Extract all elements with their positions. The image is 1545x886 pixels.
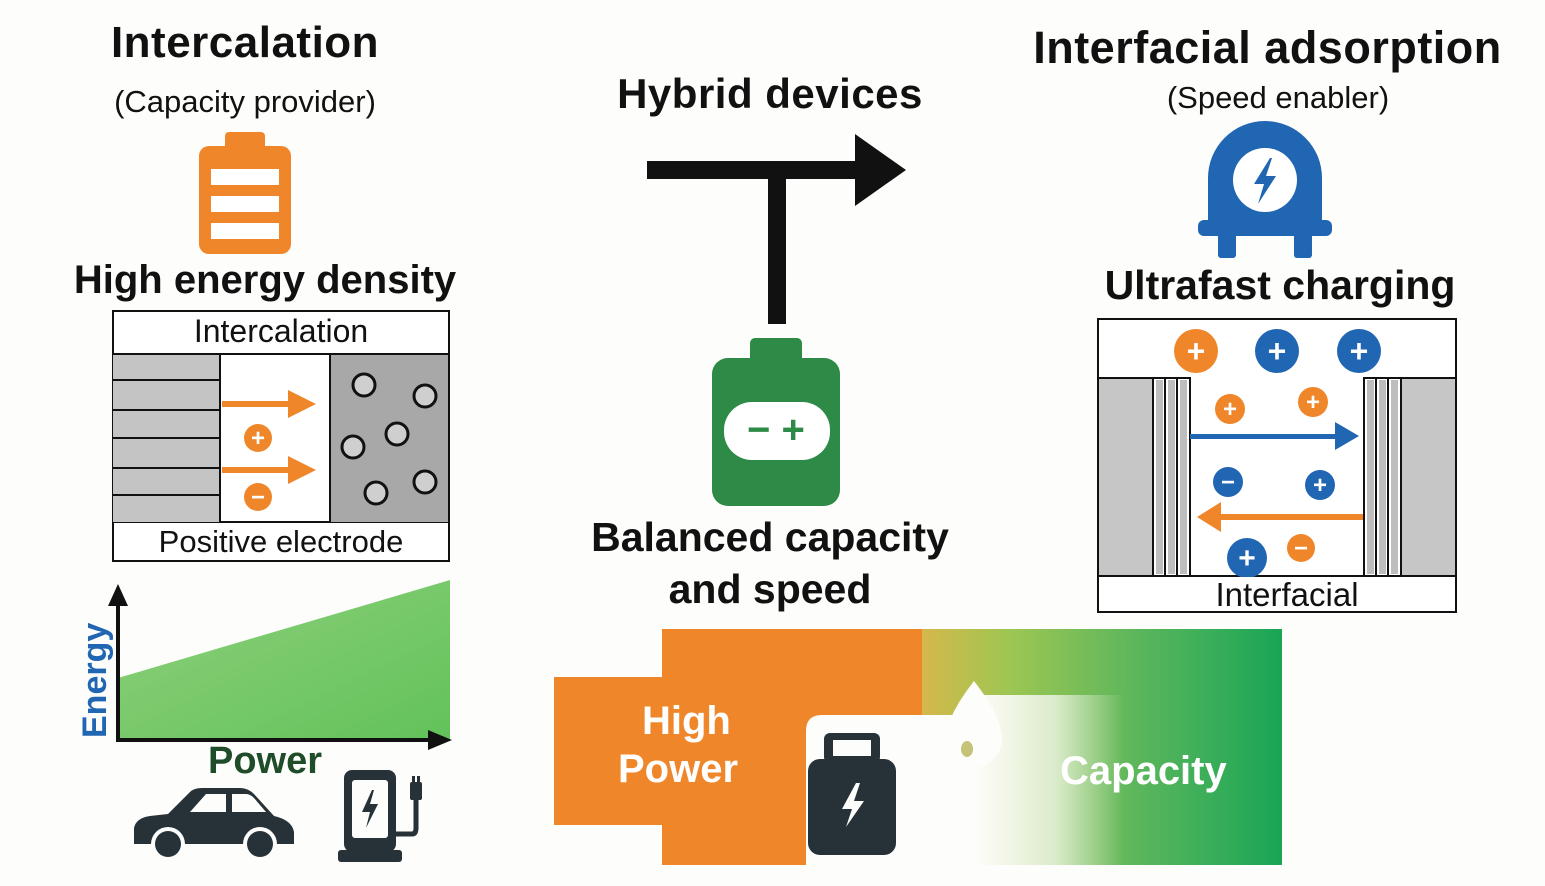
ion-icon: + bbox=[1337, 329, 1381, 373]
y-axis-arrowhead bbox=[108, 584, 128, 606]
power-capacity-banner-graphic bbox=[554, 629, 1282, 865]
svg-text:+: + bbox=[1350, 333, 1369, 369]
interfacial-label: Interfacial bbox=[1215, 576, 1359, 613]
high-power-label-line1: High bbox=[642, 699, 731, 743]
plug-bolt-icon bbox=[1198, 121, 1332, 258]
intercalation-top-label: Intercalation bbox=[193, 313, 369, 349]
blue-arrow-right bbox=[1190, 422, 1359, 450]
right-heading: Ultrafast charging bbox=[1104, 262, 1456, 308]
cation-sign: + bbox=[251, 425, 265, 452]
svg-text:+: + bbox=[1306, 389, 1320, 416]
high-power-label-line2: Power bbox=[618, 747, 739, 791]
middle-heading-line2: and speed bbox=[668, 566, 872, 612]
ion-arrow-bottom bbox=[222, 456, 316, 484]
svg-text:+: + bbox=[1268, 333, 1287, 369]
right-electrode bbox=[1363, 377, 1457, 577]
interfacial-diagram: + + + + + − + + bbox=[1097, 318, 1457, 614]
battery-full-icon bbox=[199, 132, 291, 254]
interfacial-diagram-graphic: + + + + + − + + bbox=[1097, 318, 1457, 613]
hybrid-t-arrow bbox=[647, 134, 906, 324]
ion-icon: + bbox=[1227, 538, 1267, 578]
left-electrode bbox=[1097, 377, 1191, 577]
svg-text:+: + bbox=[1187, 333, 1206, 369]
left-subtitle: (Capacity provider) bbox=[114, 84, 376, 119]
intercalation-diagram-graphic: + − bbox=[112, 310, 450, 562]
left-title: Intercalation bbox=[110, 18, 380, 67]
positive-electrode-label: Positive electrode bbox=[158, 524, 404, 559]
svg-text:+: + bbox=[1223, 396, 1237, 423]
droplet-icon bbox=[946, 681, 1002, 767]
y-axis-label: Energy bbox=[76, 623, 114, 738]
ion-icon: + bbox=[1298, 387, 1328, 417]
svg-text:−: − bbox=[1294, 535, 1308, 562]
svg-text:+: + bbox=[1238, 542, 1256, 575]
battery-bolt-icon bbox=[808, 733, 896, 855]
ion-icon: + bbox=[1255, 329, 1299, 373]
right-subtitle: (Speed enabler) bbox=[1166, 80, 1390, 115]
particle-electrode bbox=[329, 354, 448, 522]
x-axis-label: Power bbox=[208, 740, 323, 782]
anion-sign: − bbox=[251, 484, 265, 511]
cation-icon bbox=[244, 424, 272, 452]
right-title: Interfacial adsorption bbox=[1033, 22, 1502, 73]
layered-electrode bbox=[113, 354, 221, 522]
energy-area bbox=[118, 580, 450, 740]
ion-icon: − bbox=[1213, 467, 1243, 497]
left-heading: High energy density bbox=[73, 258, 457, 302]
middle-heading-line1: Balanced capacity bbox=[591, 514, 949, 560]
battery-plus-minus-icon: − + bbox=[712, 338, 840, 506]
ion-icon: + bbox=[1174, 329, 1218, 373]
svg-text:−: − bbox=[1221, 469, 1235, 496]
ion-icon: + bbox=[1305, 470, 1335, 500]
car-icon bbox=[134, 788, 294, 860]
ion-icon: − bbox=[1287, 534, 1315, 562]
orange-arrow-left bbox=[1197, 502, 1363, 532]
x-axis-arrowhead bbox=[428, 730, 452, 750]
capacity-label: Capacity bbox=[1060, 749, 1227, 793]
power-capacity-banner: High Power Capacity bbox=[554, 629, 1282, 865]
battery-signs: − + bbox=[747, 408, 805, 452]
anion-icon bbox=[244, 483, 272, 511]
energy-power-plot: Energy bbox=[76, 580, 452, 750]
svg-text:+: + bbox=[1313, 472, 1327, 499]
ion-arrow-top bbox=[222, 390, 316, 418]
charging-station-icon bbox=[338, 770, 422, 862]
ion-icon: + bbox=[1215, 394, 1245, 424]
intercalation-diagram: + − Intercalation Positive electrode bbox=[112, 310, 450, 562]
middle-title: Hybrid devices bbox=[617, 70, 923, 117]
